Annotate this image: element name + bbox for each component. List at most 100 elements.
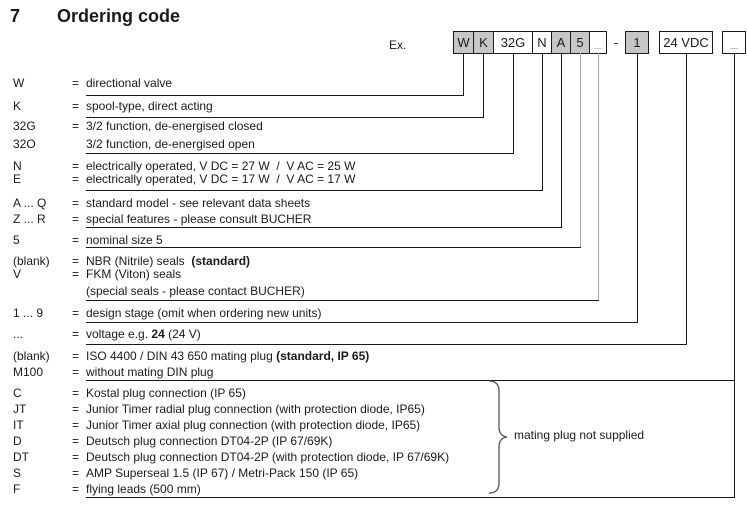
description-segment: directional valve (86, 76, 173, 90)
code-box-label: 32G (500, 35, 526, 50)
row-description: 3/2 function, de-energised open (86, 137, 255, 151)
code-box-_: _ (722, 31, 746, 54)
row-description: Deutsch plug connection DT04-2P (IP 67/6… (86, 434, 332, 448)
row-code: (blank) (13, 349, 50, 363)
row-equals: = (72, 466, 80, 480)
row-description: Deutsch plug connection DT04-2P (with pr… (86, 450, 449, 464)
row-code: N (13, 159, 22, 173)
brace-note: mating plug not supplied (514, 428, 645, 442)
row-equals: = (72, 434, 80, 448)
code-box-label: A (556, 35, 566, 50)
row-equals: = (72, 327, 80, 341)
drop-line-voltage (686, 53, 687, 344)
code-box-n: N (532, 31, 552, 54)
row-equals: = (72, 482, 80, 496)
description-bold-segment: (standard, IP 65) (276, 349, 370, 363)
code-box-label: 5 (576, 35, 584, 50)
row-equals: = (72, 418, 80, 432)
description-bold-segment: (standard) (191, 254, 251, 268)
row-equals: = (72, 159, 80, 173)
description-segment: Kostal plug connection (IP 65) (86, 386, 246, 400)
underline-n-e (86, 190, 543, 191)
underline-k (86, 117, 484, 118)
description-segment: ISO 4400 / DIN 43 650 mating plug (86, 349, 277, 363)
row-code: JT (13, 402, 27, 416)
code-box-label: 1 (633, 35, 641, 50)
row-description: Junior Timer axial plug connection (with… (86, 418, 420, 432)
row-code: A ... Q (13, 196, 47, 210)
row-description: ISO 4400 / DIN 43 650 mating plug (stand… (86, 349, 369, 363)
drop-line-seals (598, 53, 599, 300)
description-segment: nominal size 5 (86, 233, 163, 247)
underline-seals (86, 300, 599, 301)
drop-line-design-stage (637, 53, 638, 322)
underline-m100 (86, 380, 735, 381)
description-segment: (special seals - please contact BUCHER) (86, 284, 305, 298)
underline-design-stage (86, 322, 638, 323)
code-box-w: W (453, 31, 474, 54)
code-box-label: 24 VDC (663, 35, 709, 50)
row-code: 5 (13, 233, 20, 247)
row-code: F (13, 482, 21, 496)
row-equals: = (72, 450, 80, 464)
row-description: standard model - see relevant data sheet… (86, 196, 310, 210)
row-equals: = (72, 212, 80, 226)
underline-plug-bottom (86, 497, 735, 498)
row-description: spool-type, direct acting (86, 99, 213, 113)
code-box-label: W (457, 35, 470, 50)
section-title: Ordering code (57, 6, 181, 26)
description-segment: Junior Timer axial plug connection (with… (86, 418, 421, 432)
row-description: design stage (omit when ordering new uni… (86, 306, 321, 320)
description-segment: 3/2 function, de-energised open (86, 137, 255, 151)
row-code: Z ... R (13, 212, 46, 226)
row-description: special features - please consult BUCHER (86, 212, 311, 226)
row-equals: = (72, 267, 80, 281)
drop-line-a (561, 53, 562, 227)
row-description: Junior Timer radial plug connection (wit… (86, 402, 425, 416)
row-code: E (13, 172, 22, 186)
row-equals: = (72, 254, 80, 268)
row-code: ... (13, 327, 24, 341)
code-box-1: 1 (625, 31, 649, 54)
underline-voltage (86, 344, 687, 345)
code-box-24vdc: 24 VDC (659, 31, 713, 54)
row-code: S (13, 466, 22, 480)
description-segment: Deutsch plug connection DT04-2P (with pr… (86, 450, 450, 464)
row-description: directional valve (86, 76, 172, 90)
description-segment: standard model - see relevant data sheet… (86, 196, 311, 210)
description-segment: Junior Timer radial plug connection (wit… (86, 402, 425, 416)
description-bold-segment: 24 (151, 327, 165, 341)
example-label: Ex. (389, 38, 407, 52)
description-segment: FKM (Viton) seals (86, 267, 182, 281)
row-description: voltage e.g. 24 (24 V) (86, 327, 201, 341)
page-title: 7 Ordering code (10, 6, 180, 27)
underline-32g-32o (86, 153, 514, 154)
row-description: without mating DIN plug (86, 365, 213, 379)
row-equals: = (72, 365, 80, 379)
row-code: W (13, 76, 25, 90)
row-equals: = (72, 386, 80, 400)
section-number: 7 (10, 6, 21, 26)
description-segment: Deutsch plug connection DT04-2P (IP 67/6… (86, 434, 333, 448)
code-box-5: 5 (570, 31, 590, 54)
code-box-label: N (537, 35, 547, 50)
underline-w (86, 95, 464, 96)
code-box-label: _ (594, 35, 602, 50)
description-segment: without mating DIN plug (86, 365, 214, 379)
row-equals: = (72, 306, 80, 320)
row-code: (blank) (13, 254, 50, 268)
row-description: electrically operated, V DC = 27 W / V A… (86, 159, 355, 173)
row-code: C (13, 386, 22, 400)
row-description: (special seals - please contact BUCHER) (86, 284, 305, 298)
row-description: flying leads (500 mm) (86, 482, 201, 496)
description-segment: voltage e.g. (86, 327, 152, 341)
description-segment: design stage (omit when ordering new uni… (86, 306, 322, 320)
row-code: 1 ... 9 (13, 306, 44, 320)
drop-line-5 (580, 53, 581, 247)
underline-a-z (86, 227, 562, 228)
row-equals: = (72, 76, 80, 90)
drop-line-32g (513, 53, 514, 153)
row-description: nominal size 5 (86, 233, 163, 247)
row-description: AMP Superseal 1.5 (IP 67) / Metri-Pack 1… (86, 466, 358, 480)
